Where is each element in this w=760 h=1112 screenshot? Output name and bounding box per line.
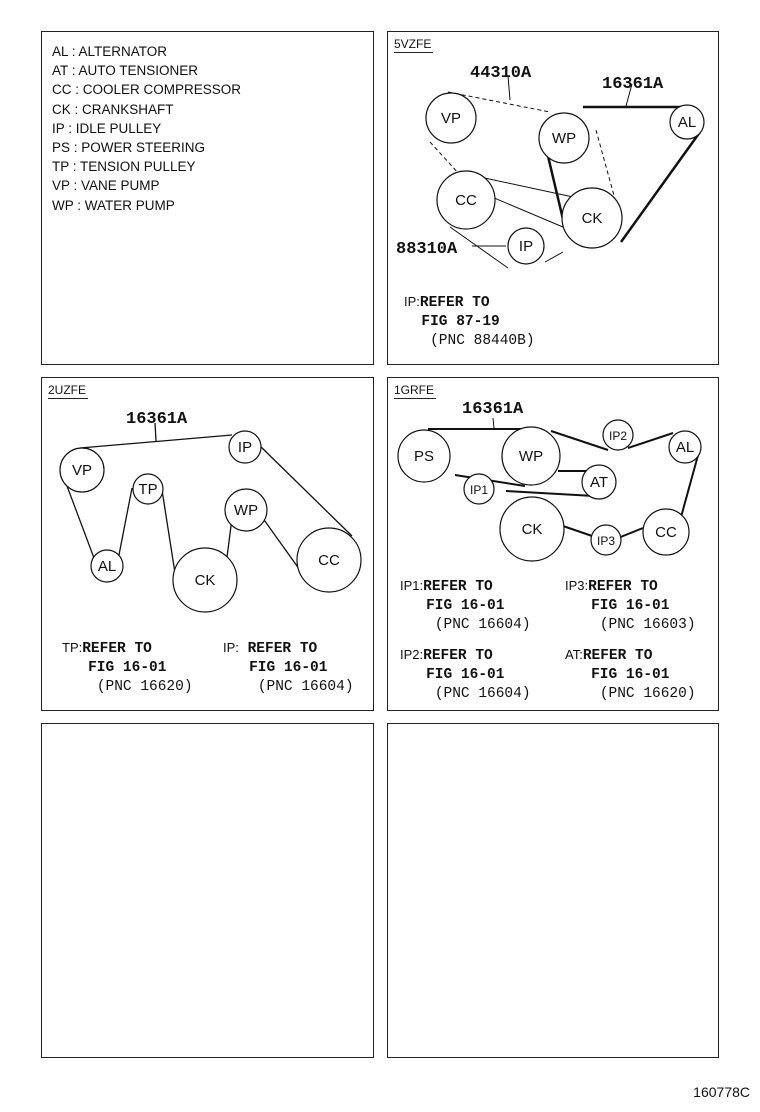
- pulley-label: TP: [138, 481, 157, 498]
- legend-item: AT : AUTO TENSIONER: [52, 63, 199, 79]
- empty-panel-right: [387, 723, 719, 1058]
- reference-note: IP2:REFER TO FIG 16-01 (PNC 16604): [400, 647, 531, 702]
- part-number: 16361A: [126, 410, 188, 429]
- reference-note: IP3:REFER TO FIG 16-01 (PNC 16603): [565, 578, 696, 633]
- pulley-label: CC: [318, 552, 340, 569]
- reference-note: IP:REFER TO FIG 87-19 (PNC 88440B): [404, 294, 535, 349]
- part-number: 16361A: [602, 75, 664, 94]
- empty-panel-left: [41, 723, 374, 1058]
- pulley-label: CK: [195, 572, 216, 589]
- reference-note: TP:REFER TO FIG 16-01 (PNC 16620): [62, 640, 193, 695]
- legend-list: AL : ALTERNATOR AT : AUTO TENSIONER CC :…: [52, 42, 241, 215]
- belt-diagram-2uzfe: VP IP TP AL WP CK CC 16361A: [59, 410, 362, 613]
- pulley-label: CC: [655, 524, 677, 541]
- pulley-ck: [499, 496, 565, 562]
- pulley-label: WP: [552, 130, 576, 147]
- pulley-wp: [538, 112, 590, 164]
- pulley-label: IP: [519, 238, 533, 255]
- pulley-ck: [561, 187, 623, 249]
- pulley-cc: [296, 527, 362, 593]
- legend-item: WP : WATER PUMP: [52, 197, 175, 213]
- pulley-ip3: [590, 524, 622, 556]
- pulley-al: [90, 549, 124, 583]
- panel-title: 1GRFE: [394, 383, 437, 399]
- panel-1grfe: 1GRFE PS WP IP2: [387, 377, 719, 711]
- pulley-label: WP: [519, 448, 543, 465]
- pulley-cc: [436, 170, 496, 230]
- pulley-label: AL: [98, 558, 116, 575]
- panel-5vzfe: 5VZFE: [387, 31, 719, 365]
- pulley-al: [668, 430, 702, 464]
- pulley-vp: [59, 447, 105, 493]
- pulley-label: VP: [72, 462, 92, 479]
- panel-2uzfe: 2UZFE VP IP TP AL WP CK C: [41, 377, 374, 711]
- pulley-label: AL: [678, 114, 696, 131]
- pulley-label: IP3: [597, 534, 615, 548]
- pulley-label: CK: [522, 521, 543, 538]
- pulley-label: AT: [590, 474, 608, 491]
- pulley-ip: [228, 430, 262, 464]
- pulley-wp: [501, 426, 561, 486]
- pulley-label: VP: [441, 110, 461, 127]
- pulley-at: [581, 464, 617, 500]
- pulley-vp: [425, 92, 477, 144]
- part-number: 16361A: [462, 400, 524, 419]
- panel-title: 2UZFE: [48, 383, 89, 399]
- reference-note: IP: REFER TO FIG 16-01 (PNC 16604): [223, 640, 354, 695]
- legend-item: AL : ALTERNATOR: [52, 44, 168, 59]
- pulley-label: IP: [238, 439, 252, 456]
- pulley-al: [669, 104, 705, 140]
- pulley-tp: [132, 473, 164, 505]
- legend-panel: AL : ALTERNATOR AT : AUTO TENSIONER CC :…: [41, 31, 374, 365]
- pulley-ip2: [602, 419, 634, 451]
- pulley-label: CC: [455, 192, 477, 209]
- reference-note: IP1:REFER TO FIG 16-01 (PNC 16604): [400, 578, 531, 633]
- pulley-ck: [172, 547, 238, 613]
- pulley-label: WP: [234, 502, 258, 519]
- pulley-wp: [224, 488, 268, 532]
- part-number: 44310A: [470, 64, 532, 83]
- legend-item: CK : CRANKSHAFT: [52, 101, 174, 117]
- belt-diagram-5vzfe: VP WP AL CC CK IP 44310A 16361A 88310A: [396, 64, 705, 269]
- pulley-ip: [507, 227, 545, 265]
- pulley-ps: [397, 429, 451, 483]
- legend-item: IP : IDLE PULLEY: [52, 120, 162, 136]
- pulley-ip1: [463, 473, 495, 505]
- pulley-label: PS: [414, 448, 434, 465]
- belt-diagram-1grfe: PS WP IP2 AL IP1 AT CK IP3 CC 16361A: [397, 400, 702, 562]
- legend-item: VP : VANE PUMP: [52, 178, 160, 194]
- legend-item: CC : COOLER COMPRESSOR: [52, 82, 242, 98]
- reference-note: AT:REFER TO FIG 16-01 (PNC 16620): [565, 647, 696, 702]
- pulley-label: IP1: [470, 483, 488, 497]
- figure-id: 160778C: [693, 1084, 750, 1100]
- pulley-label: AL: [676, 439, 694, 456]
- pulley-label: IP2: [609, 429, 627, 443]
- pulley-cc: [642, 508, 690, 556]
- part-number: 88310A: [396, 240, 458, 259]
- panel-title: 5VZFE: [394, 37, 434, 53]
- legend-item: TP : TENSION PULLEY: [52, 159, 196, 175]
- legend-item: PS : POWER STEERING: [52, 140, 206, 156]
- pulley-label: CK: [582, 210, 603, 227]
